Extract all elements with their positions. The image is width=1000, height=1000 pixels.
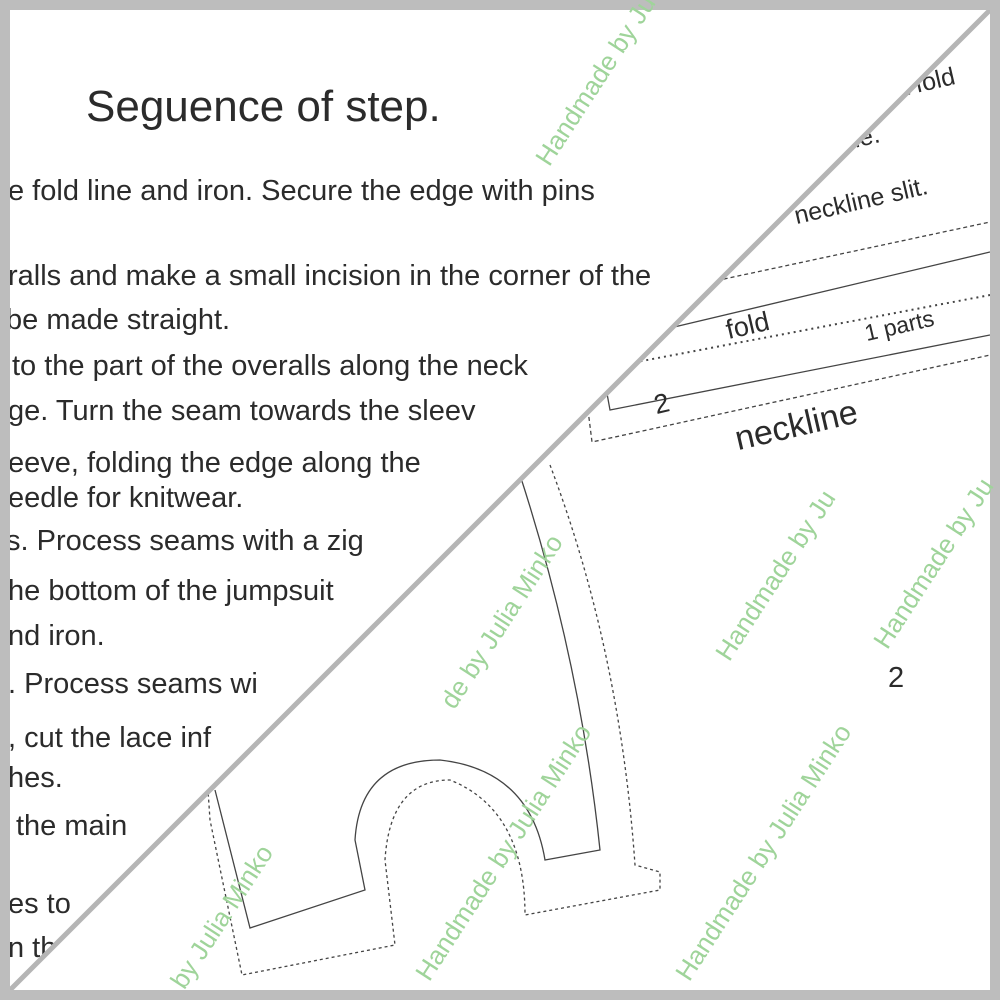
instruction-line: he bottom of the jumpsuit <box>8 575 334 607</box>
instruction-line: eedle for knitwear. <box>8 482 244 514</box>
instructions-page: Seguence of step. e fold line and iron. … <box>10 10 990 990</box>
collage-divider <box>10 10 990 990</box>
instruction-line: be made straight. <box>6 304 231 336</box>
instruction-line: , cut the lace inf <box>8 722 212 754</box>
page-number: 2 <box>888 662 905 694</box>
instruction-line: e fold line and iron. Secure the edge wi… <box>8 175 595 207</box>
cut-line <box>669 251 990 329</box>
seam-allowance-outline <box>207 464 661 976</box>
instruction-line: ralls and make a small incision in the c… <box>8 260 652 292</box>
pattern-piece-outline <box>214 474 601 929</box>
instruction-line: es to <box>8 888 71 920</box>
instruction-line: s. Process seams with a zig <box>6 525 364 557</box>
instruction-line: nd iron. <box>8 620 105 652</box>
instruction-line: ge. Turn the seam towards the sleev <box>8 395 476 427</box>
instruction-line: . Process seams wi <box>8 668 258 700</box>
instruction-line: hes. <box>8 762 63 794</box>
pattern-drawing <box>207 221 990 976</box>
collage-frame: Seguence of step. e fold line and iron. … <box>10 0 999 994</box>
instruction-line: the main <box>16 810 128 842</box>
instruction-line: to the part of the overalls along the ne… <box>12 350 528 382</box>
seam-allowance-line <box>709 221 990 283</box>
page-title: Seguence of step. <box>86 82 441 131</box>
instruction-line: eeve, folding the edge along the <box>8 447 421 479</box>
pattern-page: n a fold line. neckline slit. fold 1 par… <box>10 10 990 990</box>
seam-allowance-line <box>587 354 990 443</box>
